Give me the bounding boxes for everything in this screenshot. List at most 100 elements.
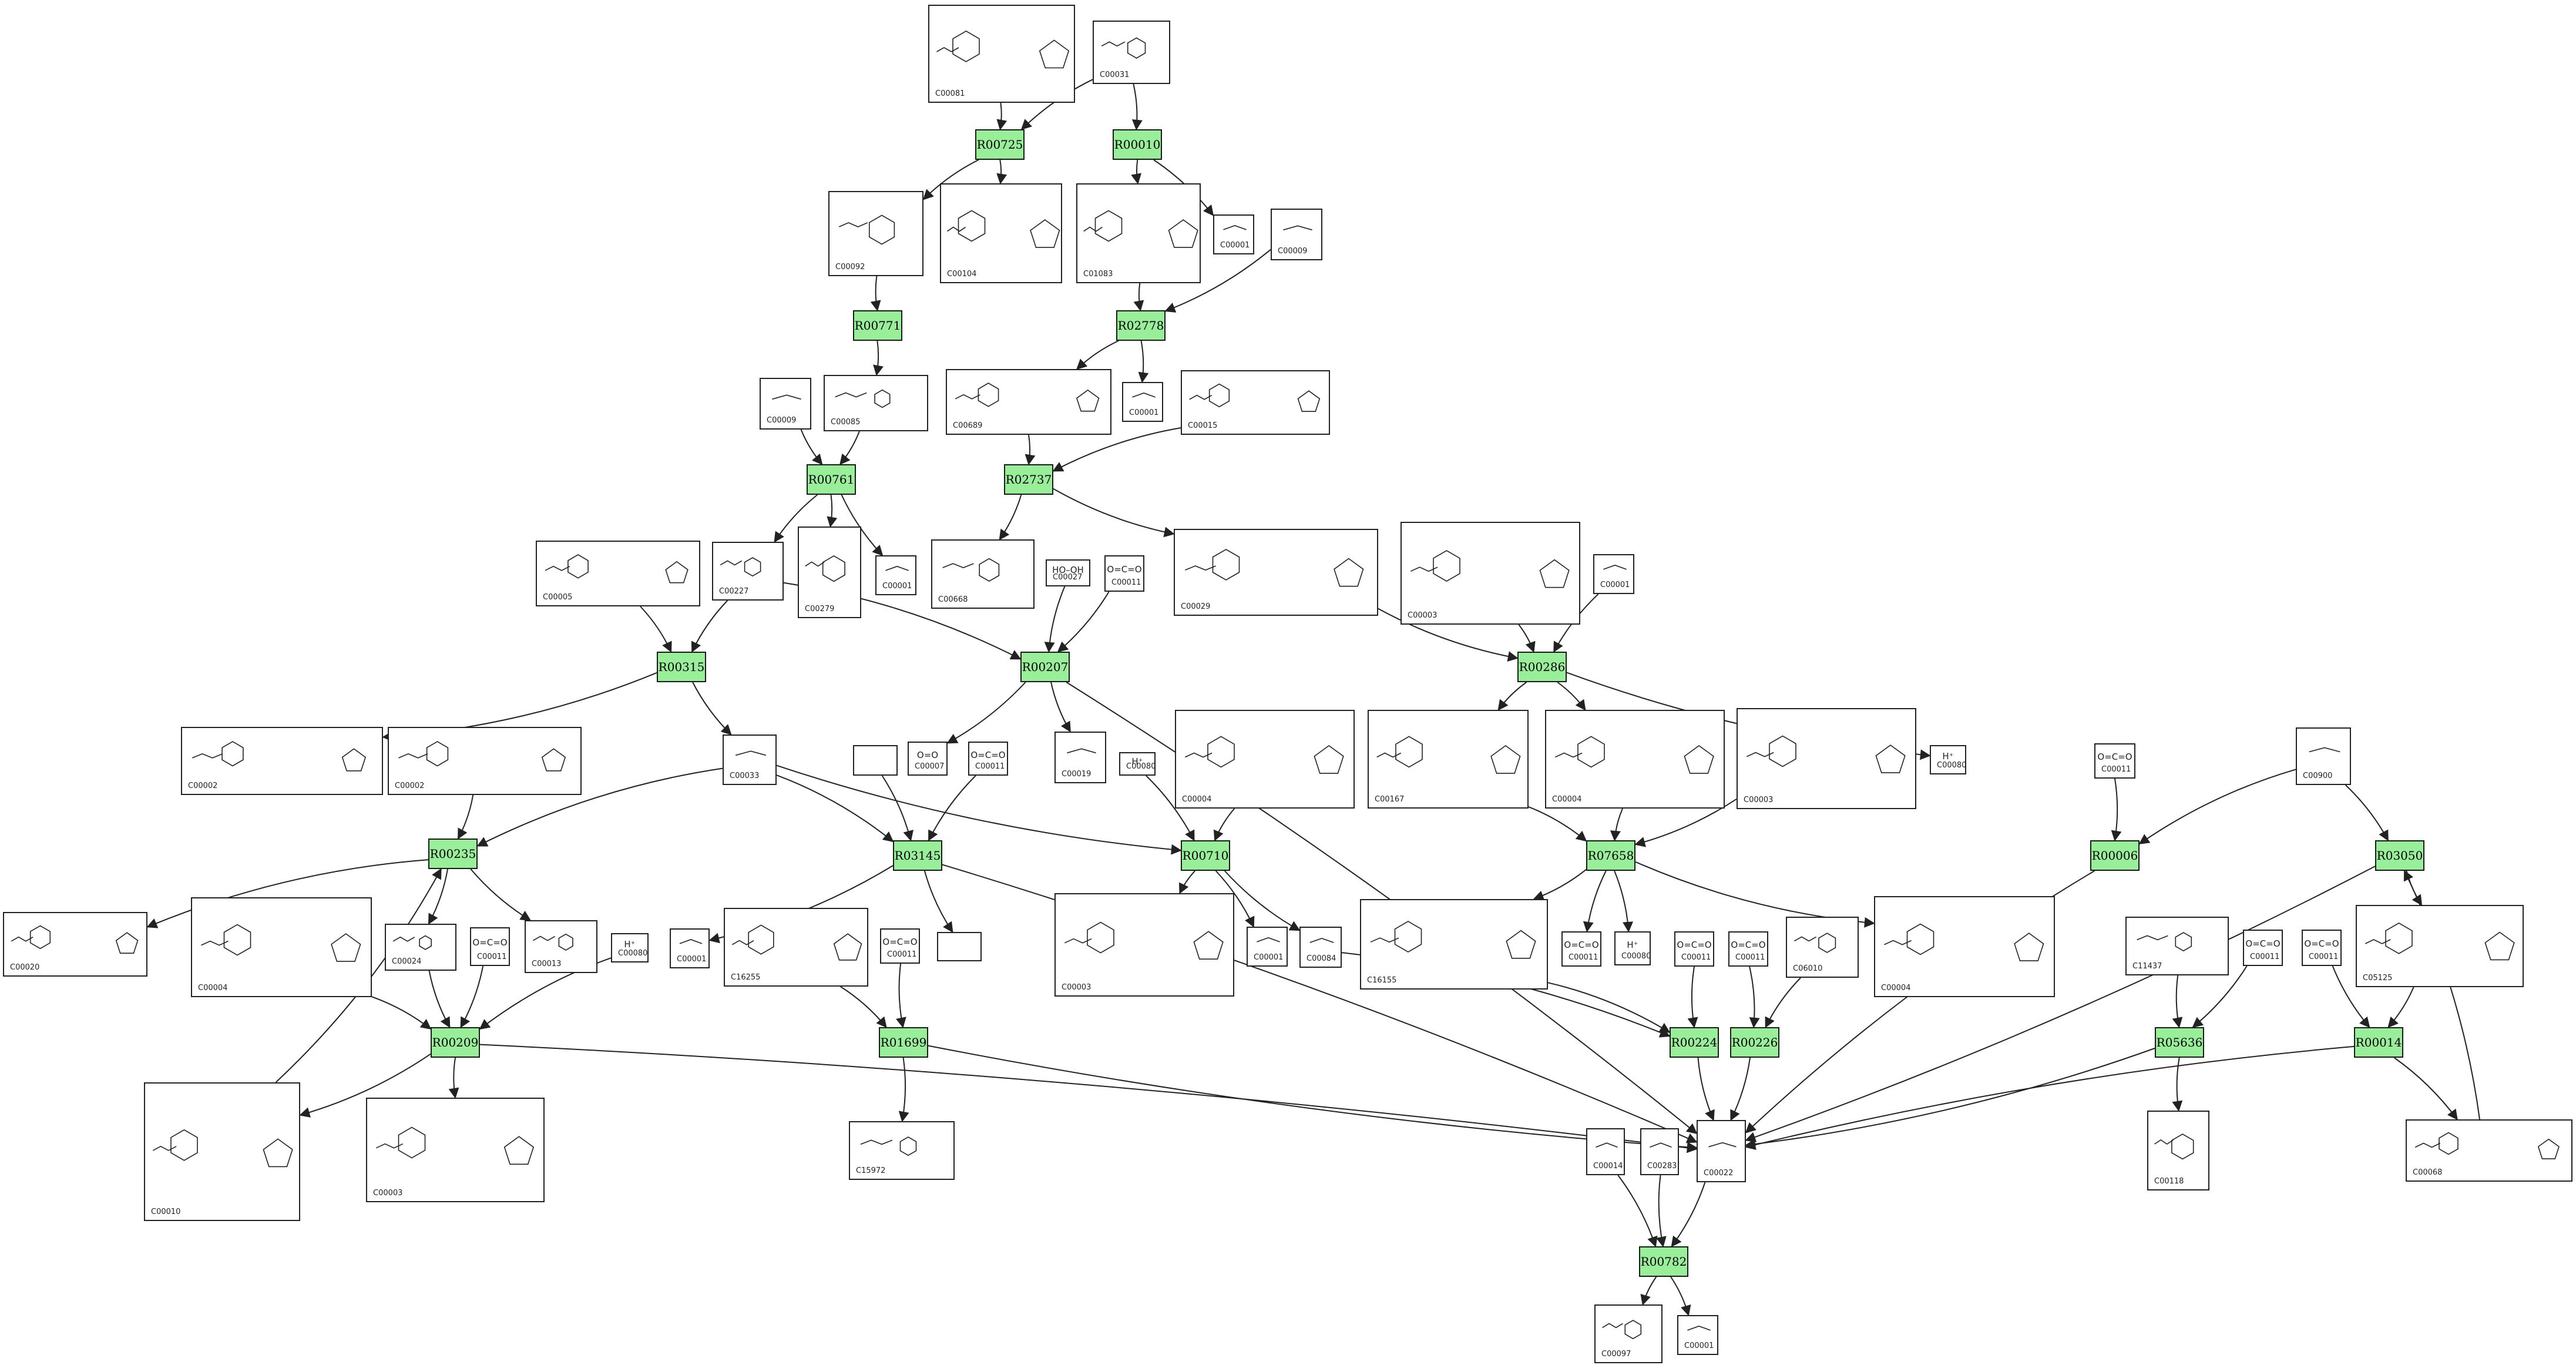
reaction-r01699[interactable]: R01699 [879,1027,928,1058]
compound-c00081-top[interactable]: C00081 [928,5,1075,103]
compound-c00283[interactable]: C00283 [1640,1128,1679,1175]
compound-c00003-d[interactable]: C00003 [366,1098,545,1202]
compound-c00001-g[interactable]: C00001 [1677,1315,1718,1355]
compound-c00004-a[interactable]: C00004 [1175,710,1355,809]
compound-id: C00900 [2303,772,2333,780]
reaction-r05636[interactable]: R05636 [2155,1027,2204,1058]
compound-c00020[interactable]: C00020 [3,912,147,977]
compound-c00005[interactable]: C00005 [536,541,700,606]
compound-c00001-b[interactable]: C00001 [1122,382,1163,422]
compound-c16155[interactable]: C16155 [1360,899,1548,990]
compound-c00084[interactable]: C00084 [1299,927,1342,968]
compound-c00003-a[interactable]: C00003 [1400,522,1580,625]
compound-c00003-b[interactable]: C00003 [1737,708,1916,809]
compound-c00080-c[interactable]: H⁺C00080 [611,933,649,962]
compound-c00167[interactable]: C00167 [1368,710,1529,809]
compound-c00080-a[interactable]: H⁺C00080 [1119,752,1156,776]
reaction-r02778[interactable]: R02778 [1116,310,1166,341]
compound-c00097[interactable]: C00097 [1594,1304,1663,1363]
compound-c00031-top[interactable]: C00031 [1093,21,1170,84]
compound-c00080-d[interactable]: H⁺C00080 [1614,931,1651,965]
reaction-r03050[interactable]: R03050 [2375,840,2424,871]
reaction-r00010[interactable]: R00010 [1113,129,1162,160]
reaction-r03145[interactable]: R03145 [893,840,942,871]
reaction-r00286[interactable]: R00286 [1517,652,1567,682]
compound-c00104[interactable]: C00104 [940,183,1062,283]
compound-blank-a[interactable] [853,745,898,776]
compound-c00013[interactable]: C00013 [525,920,597,973]
compound-c00900[interactable]: C00900 [2296,727,2351,785]
compound-c00001-a[interactable]: C00001 [1213,214,1254,254]
reaction-r00782[interactable]: R00782 [1639,1246,1688,1277]
compound-c00227[interactable]: C00227 [712,542,784,601]
edge-r00235-to-c00024 [428,868,448,925]
compound-c00024[interactable]: C00024 [385,924,456,971]
reaction-r00710[interactable]: R00710 [1181,840,1230,871]
compound-c16255[interactable]: C16255 [724,908,868,987]
reaction-r00235[interactable]: R00235 [428,839,478,869]
compound-formula: H⁺ [1627,939,1638,950]
compound-c00029[interactable]: C00029 [1174,529,1378,616]
reaction-r00761[interactable]: R00761 [807,464,856,495]
reaction-r00315[interactable]: R00315 [657,652,706,682]
compound-c00002-b[interactable]: C00002 [388,727,582,795]
compound-c00068[interactable]: C00068 [2406,1119,2572,1182]
compound-c00001-e[interactable]: C00001 [670,928,710,968]
compound-c00001-c[interactable]: C00001 [875,555,916,595]
reaction-r00224[interactable]: R00224 [1670,1027,1719,1058]
compound-c00009-a[interactable]: C00009 [1271,209,1322,260]
compound-c00002-a[interactable]: C00002 [181,727,383,795]
compound-c00003-c[interactable]: C00003 [1054,893,1234,997]
compound-id: C00080 [618,949,648,958]
compound-c06010[interactable]: C06010 [1786,917,1859,978]
edge-c00004_c-to-r00209 [371,996,432,1030]
compound-c00014[interactable]: C00014 [1586,1128,1625,1175]
reaction-r07658[interactable]: R07658 [1586,840,1635,871]
compound-c00033[interactable]: C00033 [723,735,777,785]
compound-c00001-d[interactable]: C00001 [1593,554,1634,594]
compound-c00080-b[interactable]: H⁺C00080 [1930,745,1966,774]
compound-c11437[interactable]: C11437 [2125,917,2229,975]
compound-c00118[interactable]: C00118 [2147,1111,2209,1190]
compound-c00001-f[interactable]: C00001 [1247,927,1288,967]
edge-c00005-to-r00315 [640,606,672,653]
compound-c00022[interactable]: C00022 [1697,1120,1746,1182]
compound-id: C05125 [2363,974,2393,982]
reaction-r00725[interactable]: R00725 [975,129,1025,160]
compound-c00009-b[interactable]: C00009 [760,378,811,430]
reaction-r00771[interactable]: R00771 [853,310,902,341]
reaction-r02737[interactable]: R02737 [1004,464,1053,495]
reaction-r00226[interactable]: R00226 [1730,1027,1779,1058]
compound-c00004-d[interactable]: C00004 [1874,896,2055,997]
compound-c00010[interactable]: C00010 [144,1082,300,1221]
compound-c00004-b[interactable]: C00004 [1545,710,1725,809]
compound-c00668[interactable]: C00668 [931,539,1035,609]
compound-c05125[interactable]: C05125 [2356,905,2524,987]
reaction-r00207[interactable]: R00207 [1020,652,1070,682]
reaction-r00014[interactable]: R00014 [2354,1027,2403,1058]
reaction-r00006[interactable]: R00006 [2090,840,2140,871]
compound-c15972[interactable]: C15972 [849,1121,955,1180]
compound-c00085[interactable]: C00085 [824,375,928,431]
compound-c01083[interactable]: C01083 [1076,183,1201,283]
compound-blank-b[interactable] [937,932,982,961]
compound-c00015[interactable]: C00015 [1181,370,1330,435]
compound-c00019[interactable]: C00019 [1054,732,1106,783]
compound-c00092[interactable]: C00092 [828,191,923,276]
reaction-r00209[interactable]: R00209 [431,1027,480,1058]
compound-c00004-c[interactable]: C00004 [191,897,372,997]
compound-c00279[interactable]: C00279 [798,526,861,618]
compound-c00689[interactable]: C00689 [946,369,1111,435]
